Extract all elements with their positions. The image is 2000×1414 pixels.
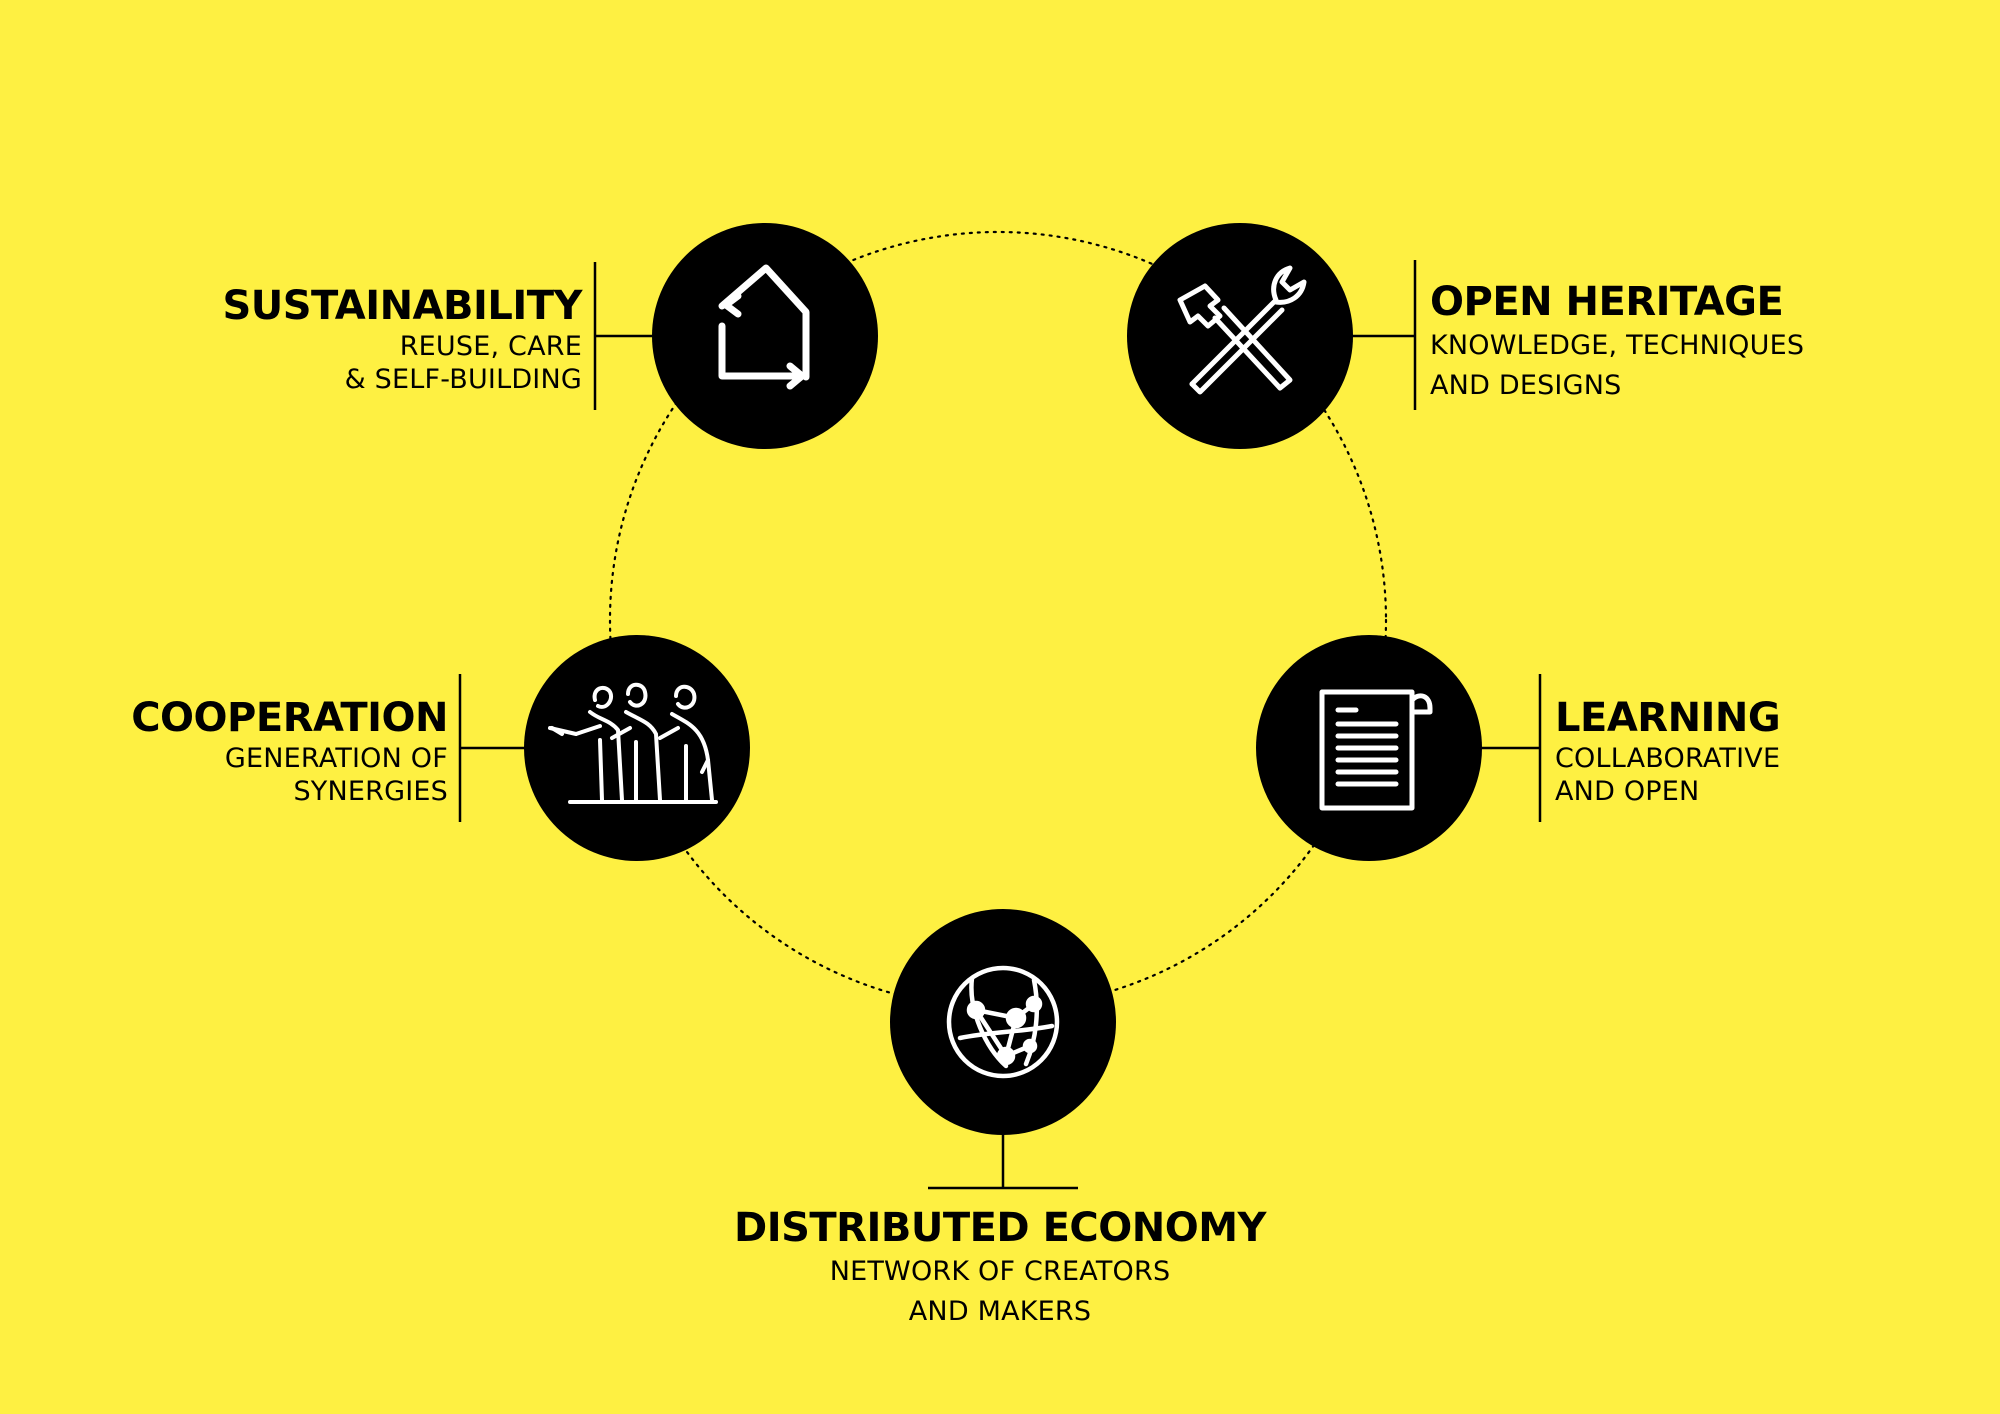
subtitle-distributed-economy-line2: AND MAKERS	[908, 1296, 1092, 1327]
label-sustainability: SUSTAINABILITY REUSE, CARE & SELF-BUILDI…	[222, 282, 582, 396]
label-distributed-economy: DISTRIBUTED ECONOMY NETWORK OF CREATORS …	[733, 1204, 1267, 1332]
hammer-wrench-icon	[1177, 265, 1307, 395]
connectors	[458, 260, 1542, 1190]
title-open-heritage: OPEN HERITAGE	[1430, 279, 1784, 325]
title-learning: LEARNING	[1555, 695, 1781, 741]
subtitle-learning-line2: AND OPEN	[1555, 776, 1700, 807]
subtitle-cooperation-line2: SYNERGIES	[293, 776, 448, 807]
network-globe-icon	[946, 965, 1060, 1079]
subtitle-sustainability-line1: REUSE, CARE	[399, 331, 582, 362]
node-sustainability	[652, 223, 878, 449]
label-cooperation: COOPERATION GENERATION OF SYNERGIES	[131, 694, 448, 808]
label-learning: LEARNING COLLABORATIVE AND OPEN	[1555, 694, 1781, 808]
subtitle-distributed-economy-line1: NETWORK OF CREATORS	[829, 1256, 1171, 1287]
node-distributed-economy	[890, 909, 1116, 1135]
title-distributed-economy: DISTRIBUTED ECONOMY	[733, 1205, 1267, 1251]
subtitle-cooperation-line1: GENERATION OF	[224, 743, 448, 774]
house-recycle-icon	[718, 264, 810, 390]
document-scroll-icon	[1319, 689, 1433, 811]
people-group-icon	[548, 682, 718, 804]
subtitle-open-heritage-line2: AND DESIGNS	[1430, 370, 1622, 401]
title-sustainability: SUSTAINABILITY	[222, 283, 582, 329]
title-cooperation: COOPERATION	[131, 695, 448, 741]
subtitle-learning-line1: COLLABORATIVE	[1555, 743, 1781, 774]
label-open-heritage: OPEN HERITAGE KNOWLEDGE, TECHNIQUES AND …	[1430, 278, 1804, 406]
subtitle-open-heritage-line1: KNOWLEDGE, TECHNIQUES	[1430, 330, 1805, 361]
subtitle-sustainability-line2: & SELF-BUILDING	[344, 364, 582, 395]
